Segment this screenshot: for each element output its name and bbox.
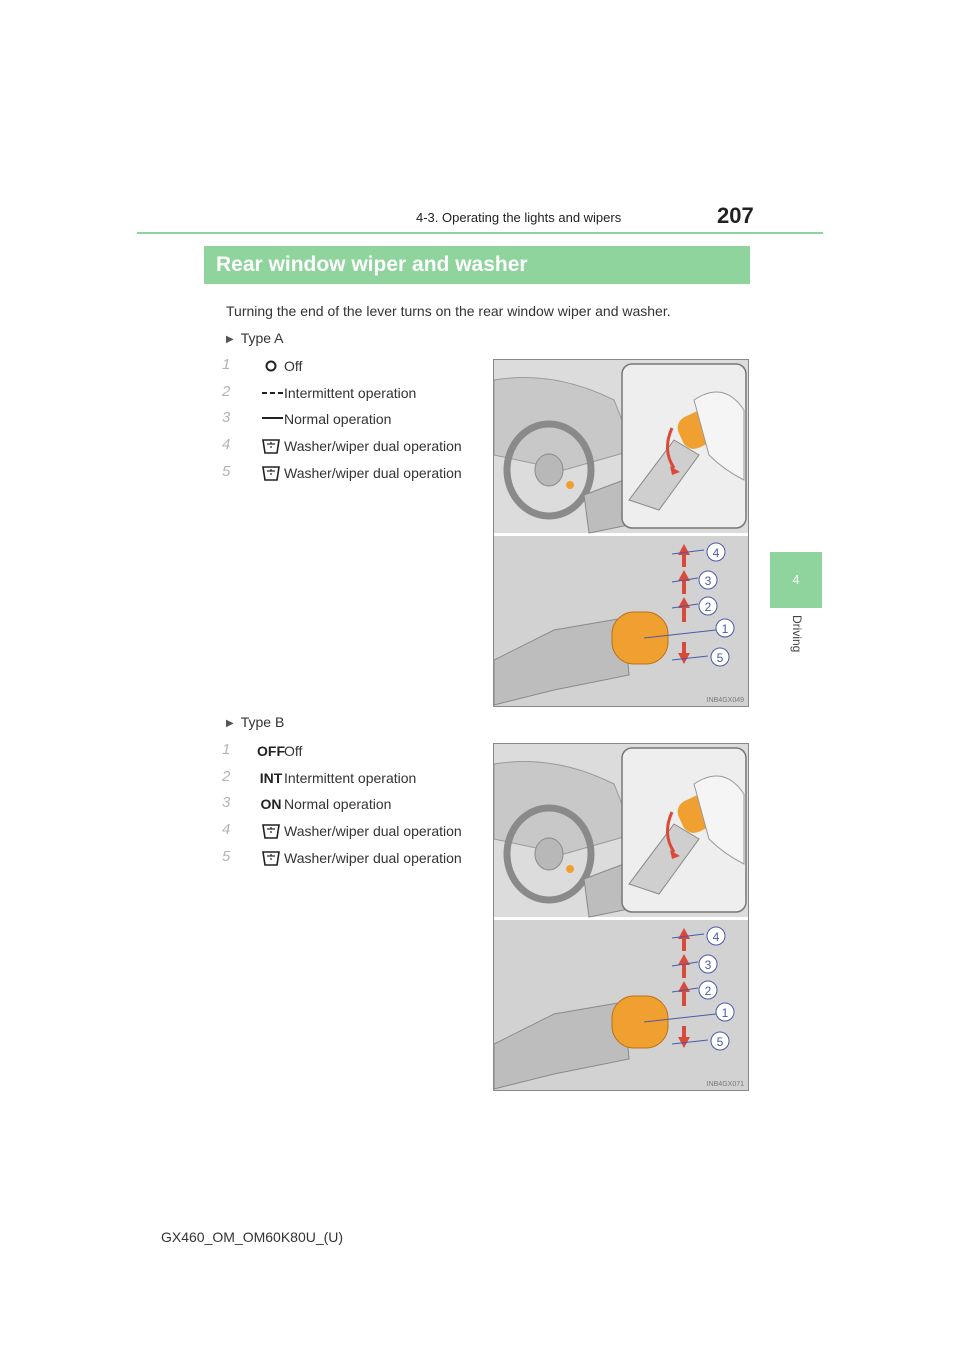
list-item: 4 Washer/wiper dual operation [222, 821, 462, 841]
callout-label: 4 [713, 546, 720, 560]
chapter-label: Driving [790, 615, 804, 653]
callout-label: 1 [722, 1006, 729, 1020]
lever-illustration-type-b: 4 3 2 1 5 INB4GX071 [493, 743, 749, 1091]
triangle-bullet-icon: ▶ [226, 334, 234, 345]
callout-label: 1 [722, 622, 729, 636]
list-item: 5 Washer/wiper dual operation [222, 463, 462, 483]
running-header-section: 4-3. Operating the lights and wipers [416, 210, 622, 225]
list-item: 1 OFF Off [222, 741, 303, 759]
type-a-heading: ▶Type A [226, 330, 284, 346]
list-item: 4 Washer/wiper dual operation [222, 436, 462, 456]
callout-label: 3 [705, 574, 712, 588]
callout-label: 3 [705, 958, 712, 972]
chapter-tab: 4 [770, 552, 822, 608]
list-item: 3 Normal operation [222, 409, 392, 429]
callout-label: 5 [717, 1035, 724, 1049]
washer-icon [242, 821, 300, 841]
circle-off-icon [242, 356, 300, 376]
washer-icon [242, 436, 300, 456]
header-rule [137, 232, 823, 234]
callout-label: 5 [717, 651, 724, 665]
washer-icon [242, 848, 300, 868]
section-title: Rear window wiper and washer [216, 253, 528, 276]
solid-line-icon [242, 409, 300, 429]
dashed-line-icon [242, 383, 300, 403]
list-item: 5 Washer/wiper dual operation [222, 848, 462, 868]
list-item: 3 ON Normal operation [222, 794, 392, 812]
lever-illustration-type-a: 4 3 2 1 5 INB4GX049 [493, 359, 749, 707]
page-number: 207 [717, 203, 754, 228]
on-symbol: ON [260, 796, 282, 812]
section-title-bar: Rear window wiper and washer [204, 246, 750, 284]
callout-label: 2 [705, 600, 712, 614]
document-code: GX460_OM_OM60K80U_(U) [161, 1229, 344, 1245]
callout-label: 4 [713, 930, 720, 944]
list-item: 2 INT Intermittent operation [222, 768, 417, 786]
triangle-bullet-icon: ▶ [226, 718, 234, 729]
int-symbol: INT [259, 770, 283, 786]
type-b-heading: ▶Type B [226, 714, 285, 730]
section-intro: Turning the end of the lever turns on th… [226, 303, 671, 319]
callout-label: 2 [705, 984, 712, 998]
figure-code: INB4GX049 [707, 697, 744, 704]
figure-code: INB4GX071 [707, 1081, 744, 1088]
off-symbol: OFF [257, 743, 285, 759]
list-item: 2 Intermittent operation [222, 383, 417, 403]
washer-icon [242, 463, 300, 483]
list-item: 1 Off [222, 356, 303, 376]
